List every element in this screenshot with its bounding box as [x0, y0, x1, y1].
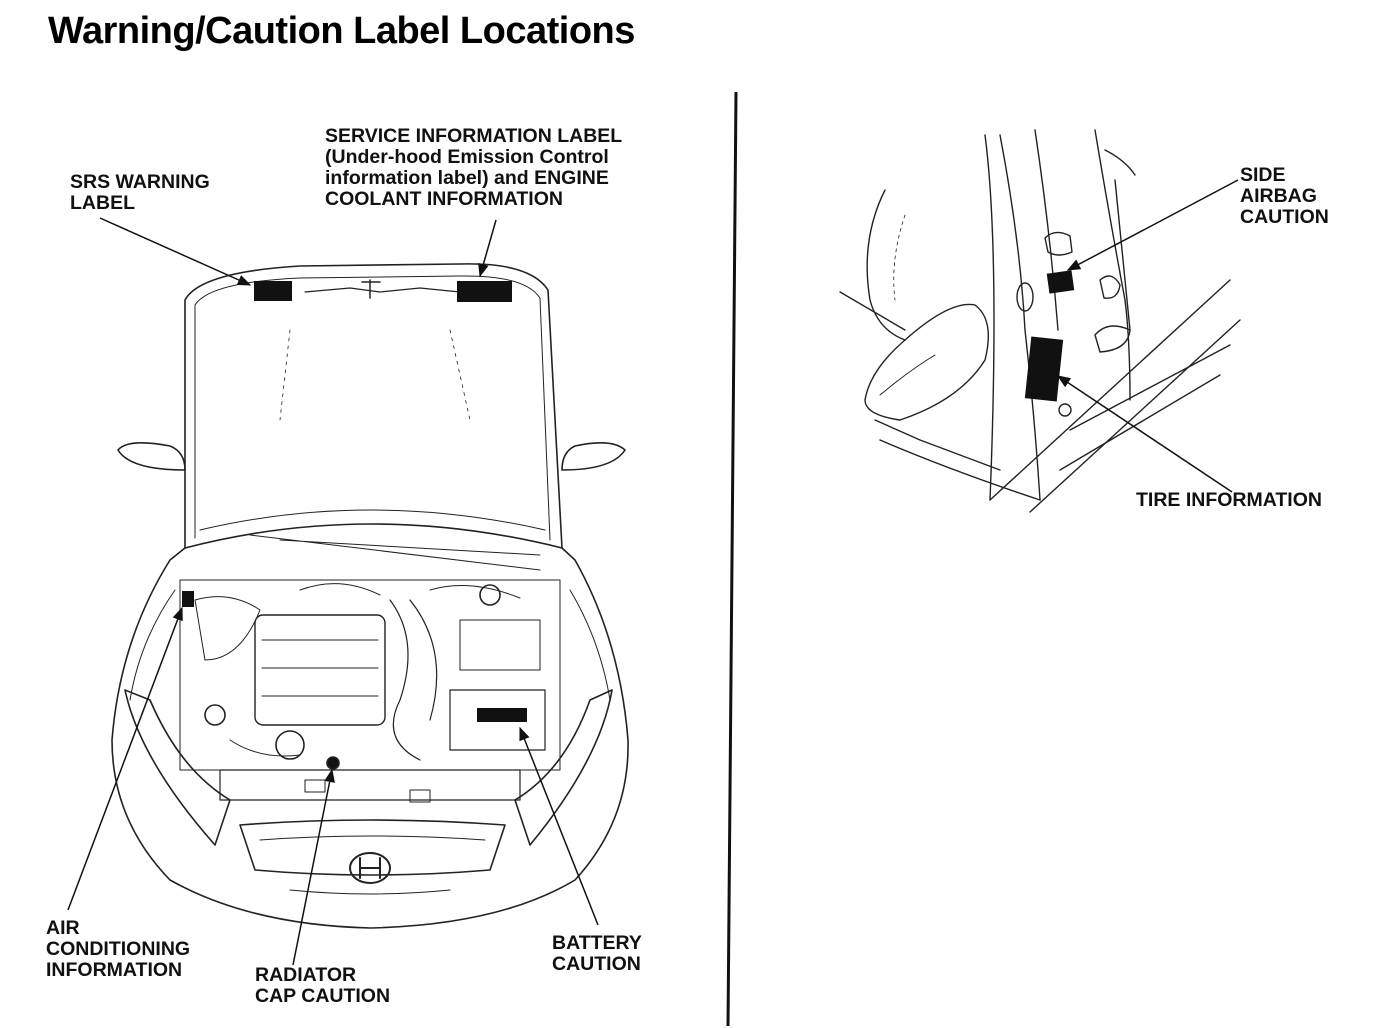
battery-caution-label-patch [477, 708, 527, 722]
radiator-cap-caution-callout: RADIATOR CAP CAUTION [255, 964, 391, 1007]
tire-information-callout: TIRE INFORMATION [1136, 489, 1322, 511]
door-pillar-illustration [839, 129, 1241, 513]
service-information-label-patch [457, 281, 512, 302]
air-conditioning-information-callout: AIR CONDITIONING INFORMATION [46, 917, 191, 981]
battery-caution-callout: BATTERY CAUTION [552, 932, 642, 975]
air-conditioning-label-patch [182, 591, 194, 607]
srs-warning-label-patch [254, 281, 292, 301]
panel-divider [726, 91, 738, 1027]
side-airbag-caution-patch [1046, 270, 1075, 294]
srs-warning-label-callout: SRS WARNING LABEL [70, 171, 210, 214]
car-front-illustration [111, 263, 629, 929]
tire-information-patch [1024, 336, 1064, 402]
side-airbag-caution-callout: SIDE AIRBAG CAUTION [1240, 164, 1329, 228]
leader-lines-pillar [1056, 179, 1239, 493]
page-title: Warning/Caution Label Locations [48, 10, 635, 52]
service-information-label-callout: SERVICE INFORMATION LABEL (Under-hood Em… [325, 125, 623, 210]
leader-lines-car [67, 217, 599, 966]
label-patches-pillar [1024, 270, 1075, 402]
label-patches-car [182, 281, 527, 722]
